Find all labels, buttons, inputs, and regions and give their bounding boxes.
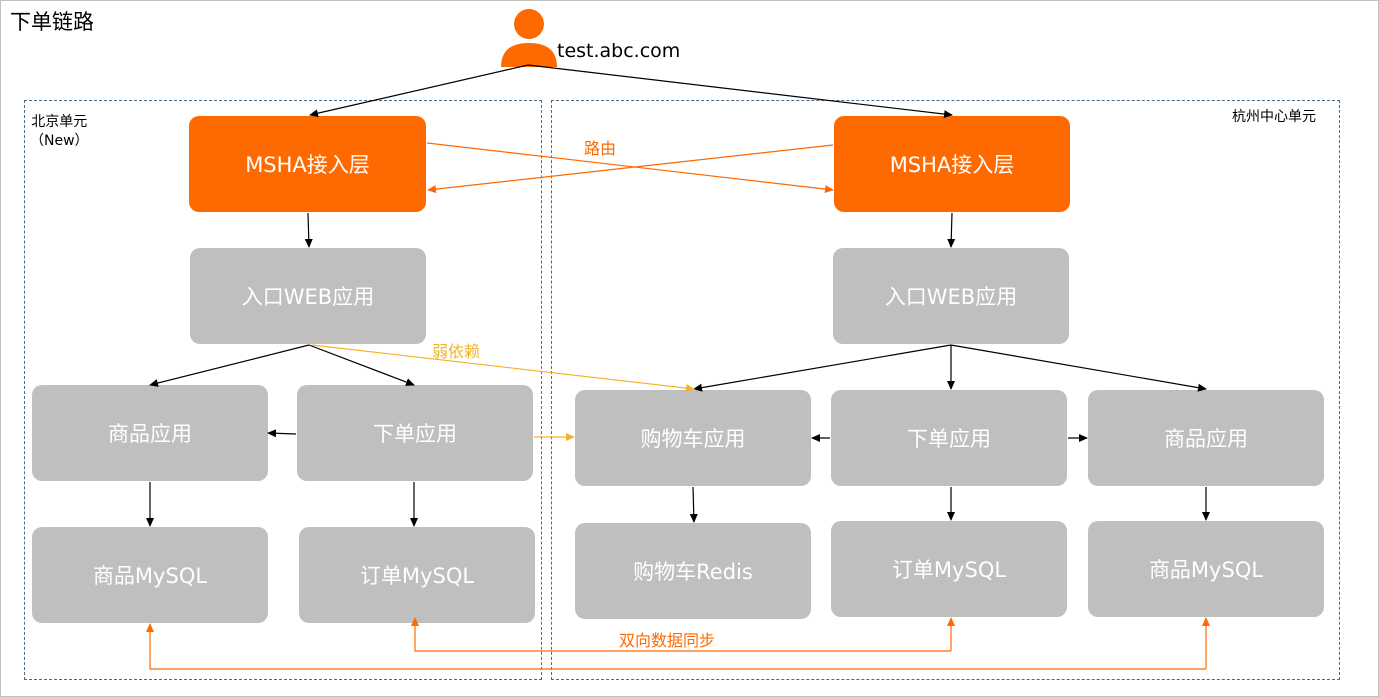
region-hangzhou-label: 杭州中心单元 xyxy=(1232,109,1316,125)
hangzhou-order-app-node: 下单应用 xyxy=(831,390,1067,486)
weak-dependency-label: 弱依赖 xyxy=(432,342,481,361)
bidirectional-sync-label: 双向数据同步 xyxy=(619,631,716,650)
hangzhou-product-app-node: 商品应用 xyxy=(1088,390,1324,486)
edge-beijing-msha-web xyxy=(304,212,313,248)
hangzhou-web-node: 入口WEB应用 xyxy=(833,248,1069,344)
beijing-product-db-node: 商品MySQL xyxy=(32,527,268,623)
edge-weak-web-to-cart xyxy=(311,344,695,393)
user-domain-label: test.abc.com xyxy=(557,40,681,62)
diagram-title: 下单链路 xyxy=(10,10,94,34)
hangzhou-order-db-node: 订单MySQL xyxy=(831,521,1067,617)
edge-beijing-web-product-app xyxy=(149,344,310,387)
edge-hangzhou-web-cart-app xyxy=(693,344,952,392)
edge-route-beijing-to-hangzhou xyxy=(426,142,834,194)
edge-hangzhou-web-product-app xyxy=(950,344,1207,392)
region-hangzhou xyxy=(551,100,1340,680)
edge-user-hangzhou-msha xyxy=(527,64,953,119)
edge-beijing-order-product-app xyxy=(267,429,297,438)
beijing-msha-node: MSHA接入层 xyxy=(189,116,426,212)
beijing-product-app-node: 商品应用 xyxy=(32,385,268,481)
hangzhou-product-db-node: 商品MySQL xyxy=(1088,521,1324,617)
hangzhou-cart-app-node: 购物车应用 xyxy=(575,390,811,486)
region-beijing-label-line1: 北京单元 xyxy=(31,114,88,130)
region-beijing-label-line2: （New） xyxy=(30,133,89,149)
beijing-order-app-node: 下单应用 xyxy=(297,385,533,481)
edge-hangzhou-cart-app-db xyxy=(689,486,698,523)
edge-hangzhou-msha-web xyxy=(947,212,956,248)
edge-user-beijing-msha xyxy=(309,64,529,118)
edge-route-hangzhou-to-beijing xyxy=(427,144,834,194)
route-label: 路由 xyxy=(584,139,617,158)
user-icon xyxy=(501,9,557,67)
region-beijing xyxy=(24,100,542,680)
hangzhou-msha-node: MSHA接入层 xyxy=(834,116,1070,212)
edge-beijing-web-order-app xyxy=(308,344,415,386)
beijing-order-db-node: 订单MySQL xyxy=(299,527,535,623)
edge-sync-product-db xyxy=(146,623,1206,670)
hangzhou-cart-db-node: 购物车Redis xyxy=(575,523,811,619)
region-beijing-label: 北京单元 （New） xyxy=(30,113,89,151)
beijing-web-node: 入口WEB应用 xyxy=(190,248,426,344)
edge-sync-order-db xyxy=(411,617,951,652)
